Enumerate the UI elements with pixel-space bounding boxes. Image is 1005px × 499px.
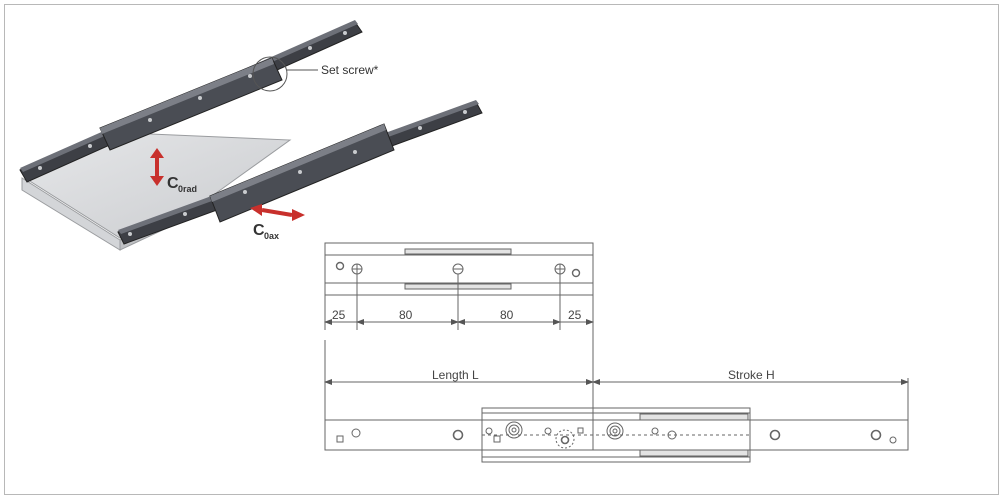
rail-extended-view [324,407,909,463]
c0rad-label-sub: 0rad [178,184,197,194]
c0ax-arrow-icon [250,204,305,221]
c0rad-label-c: C [167,175,179,192]
dim-80-left: 80 [399,308,413,322]
dim-80-right: 80 [500,308,514,322]
stroke-label: Stroke H [728,368,775,382]
dim-25-right: 25 [568,308,582,322]
c0ax-label-sub: 0ax [264,231,279,241]
rail-top-view [324,242,594,420]
rail-holes [38,31,467,236]
set-screw-callout-circle [252,56,288,92]
c0rad-arrow-icon [150,148,164,186]
right-rail-slider-face [210,124,386,202]
length-stroke-dimension [324,340,909,420]
set-screw-label: Set screw* [321,63,379,77]
length-label: Length L [432,368,479,382]
slide-assembly-illustration: Set screw* C 0rad C 0ax [19,20,483,251]
dim-25-left: 25 [332,308,346,322]
c0ax-label-c: C [253,222,265,239]
left-rail-slider-face [100,58,274,134]
